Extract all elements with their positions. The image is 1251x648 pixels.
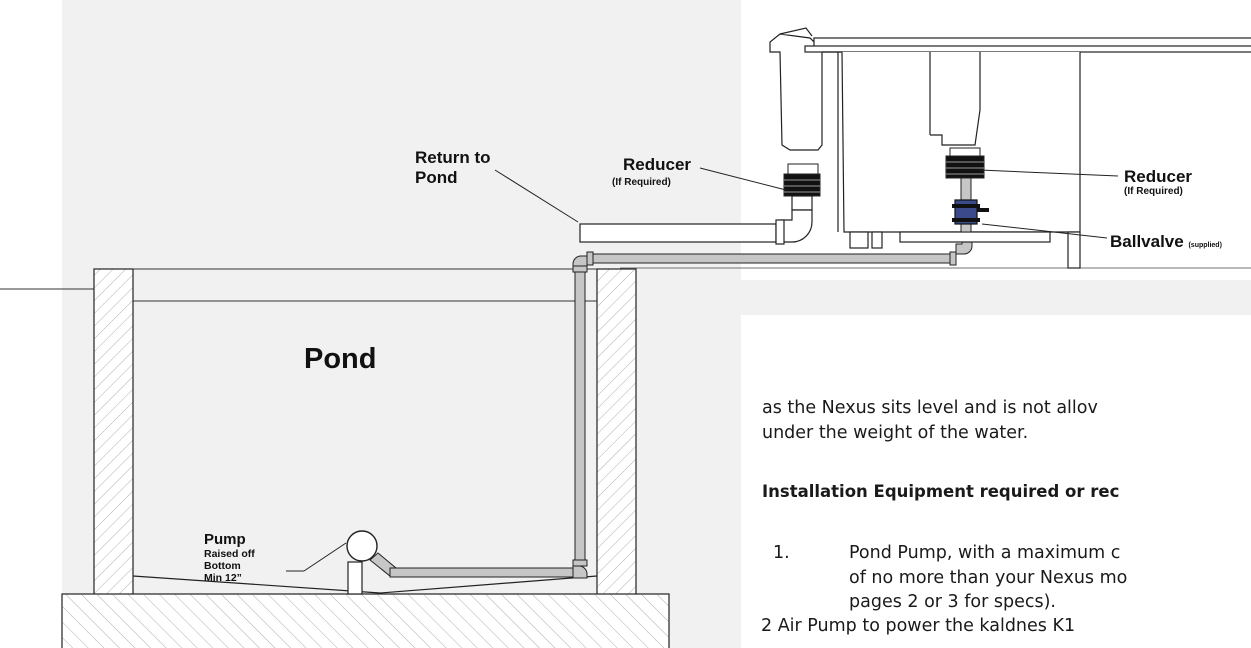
- ballvalve: [952, 177, 989, 233]
- ballvalve-label-text: Ballvalve: [1110, 232, 1184, 251]
- reducer-left-label: Reducer: [623, 155, 692, 174]
- document-area: [741, 315, 1251, 648]
- pump-label: Pump: [204, 531, 246, 548]
- reducer-left: [783, 163, 821, 197]
- list-item-1-line-2: of no more than your Nexus mo: [849, 568, 1128, 588]
- ballvalve-label: Ballvalve (supplied): [1110, 232, 1222, 255]
- list-item-1-line-1: Pond Pump, with a maximum c: [849, 543, 1121, 563]
- pump: [346, 530, 378, 595]
- pond-right-wall: [596, 268, 637, 600]
- leader-lines: [286, 167, 1119, 572]
- pond-floor: [132, 575, 598, 594]
- list-item-1-line-3: pages 2 or 3 for specs).: [849, 592, 1056, 612]
- ballvalve-note: (supplied): [1188, 242, 1222, 249]
- pond-label: Pond: [304, 343, 377, 375]
- paragraph-line-1: as the Nexus sits level and is not allov: [762, 398, 1098, 418]
- section-heading: Installation Equipment required or rec: [762, 482, 1120, 501]
- list-item-2-line-1: 2 Air Pump to power the kaldnes K1: [761, 616, 1076, 636]
- pond-base-slab: [61, 593, 670, 648]
- reducer-right-note: (If Required): [1124, 186, 1183, 197]
- pump-note-3: Min 12”: [204, 572, 242, 584]
- pump-outlet-pipe: [369, 552, 588, 579]
- nexus-filter: [769, 27, 1251, 269]
- riser-pipe: [572, 255, 588, 561]
- list-item-1-number: 1.: [773, 543, 790, 563]
- reducer-left-note: (If Required): [612, 177, 671, 188]
- return-to-pond-label: Return to: [415, 148, 491, 167]
- reducer-right-label: Reducer: [1124, 167, 1193, 186]
- return-to-pond-label-2: Pond: [415, 168, 458, 187]
- pump-note-1: Raised off: [204, 548, 255, 560]
- paragraph-line-2: under the weight of the water.: [762, 423, 1029, 443]
- return-pipe: [579, 195, 813, 245]
- pond-left-wall: [93, 268, 134, 600]
- pump-note-2: Bottom: [204, 560, 241, 572]
- reducer-right: [945, 147, 985, 179]
